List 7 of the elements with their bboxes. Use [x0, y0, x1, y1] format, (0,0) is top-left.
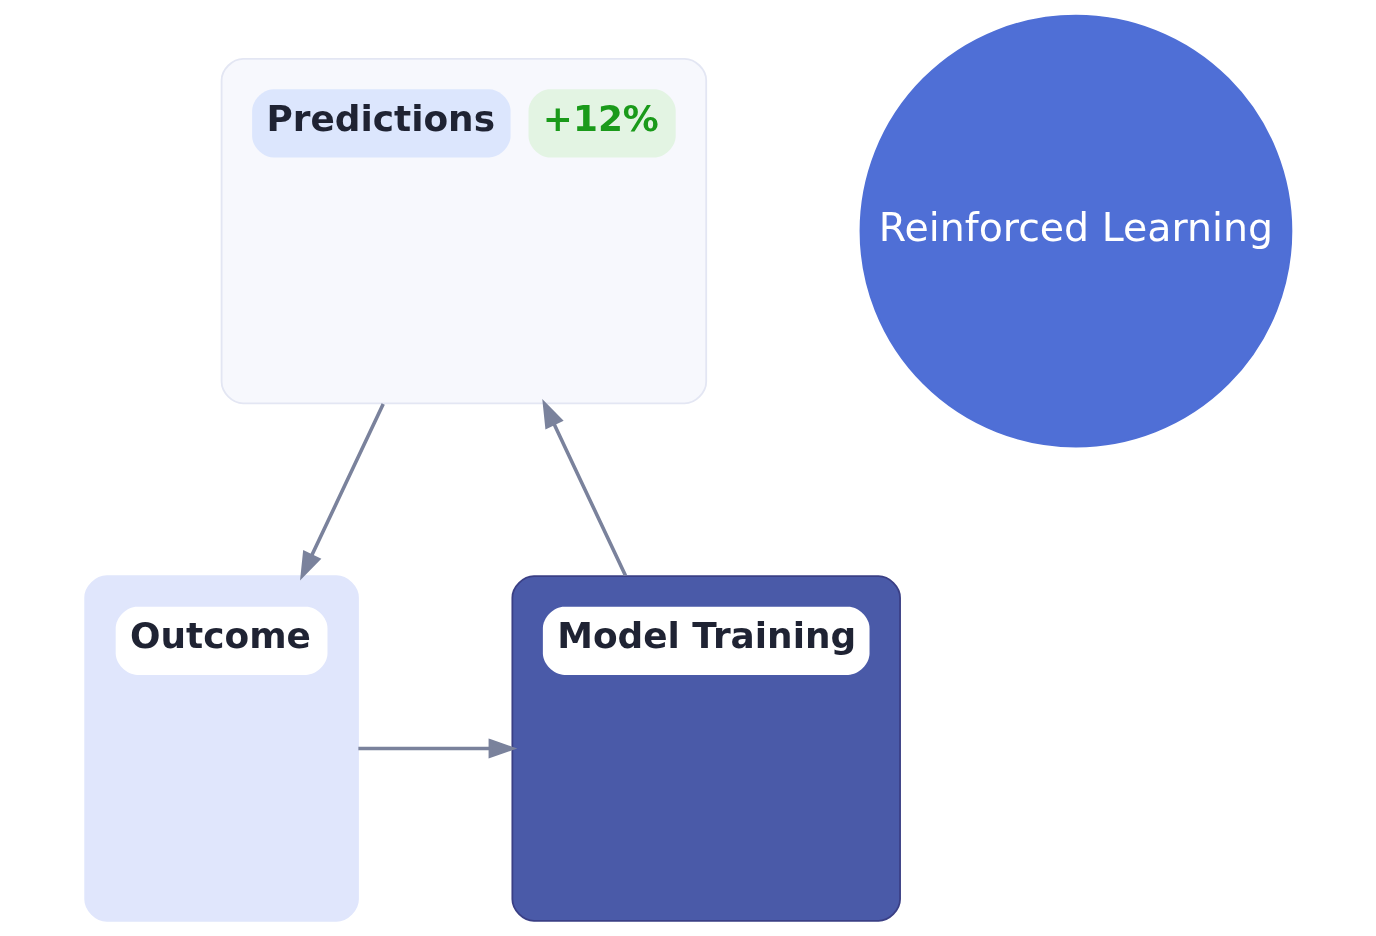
arrow — [299, 403, 385, 581]
node-circle: Reinforced Learning — [859, 14, 1292, 448]
node-box: Model Training — [510, 575, 901, 922]
arrow — [541, 399, 627, 577]
arrow — [357, 738, 517, 759]
node-box: Outcome — [83, 575, 359, 922]
node-box: Predictions +12% — [220, 57, 707, 405]
